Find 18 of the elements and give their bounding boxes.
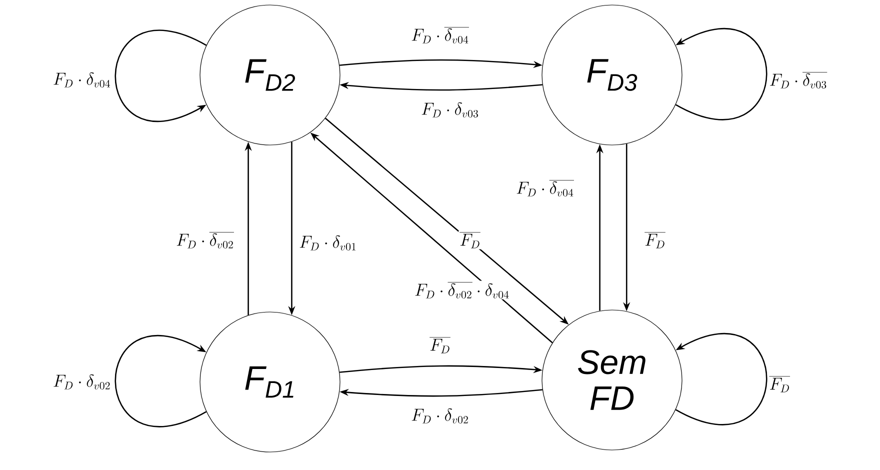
edge-label: $F_D \cdot \delta_{v03}$	[420, 102, 480, 118]
edge-label: $F_D \cdot \delta_{v04}$	[52, 72, 112, 88]
edge-label: $F_D \cdot \delta_{v02}$	[410, 408, 470, 424]
edge-label: $F_D \cdot \overline{\delta_{v04}}$	[515, 178, 575, 198]
edge-label: $\overline{F_D}$	[768, 374, 792, 394]
edge-label: $F_D \cdot \delta_{v02}$	[52, 374, 112, 390]
loop-arrow	[675, 333, 768, 426]
loop-arrow	[675, 28, 768, 120]
edge-label: $\overline{F_D}$	[428, 336, 452, 354]
edge-label: $\overline{F_D}$	[644, 230, 666, 250]
loop-arrow	[114, 30, 207, 122]
edge-label: $F_D \cdot \overline{\delta_{v02}} \cdot \delta_{v04}$	[413, 280, 511, 300]
edge-label: $\overline{F_D}$	[458, 230, 482, 250]
edge-label: $F_D \cdot \overline{\delta_{v03}}$	[768, 70, 828, 90]
edge-label: $F_D \cdot \overline{\delta_{v04}}$	[410, 26, 470, 44]
edge-label: $F_D \cdot \overline{\delta_{v02}}$	[175, 230, 235, 250]
loop-arrow	[114, 335, 207, 428]
edge-label: $F_D \cdot \delta_{v01}$	[298, 234, 358, 252]
